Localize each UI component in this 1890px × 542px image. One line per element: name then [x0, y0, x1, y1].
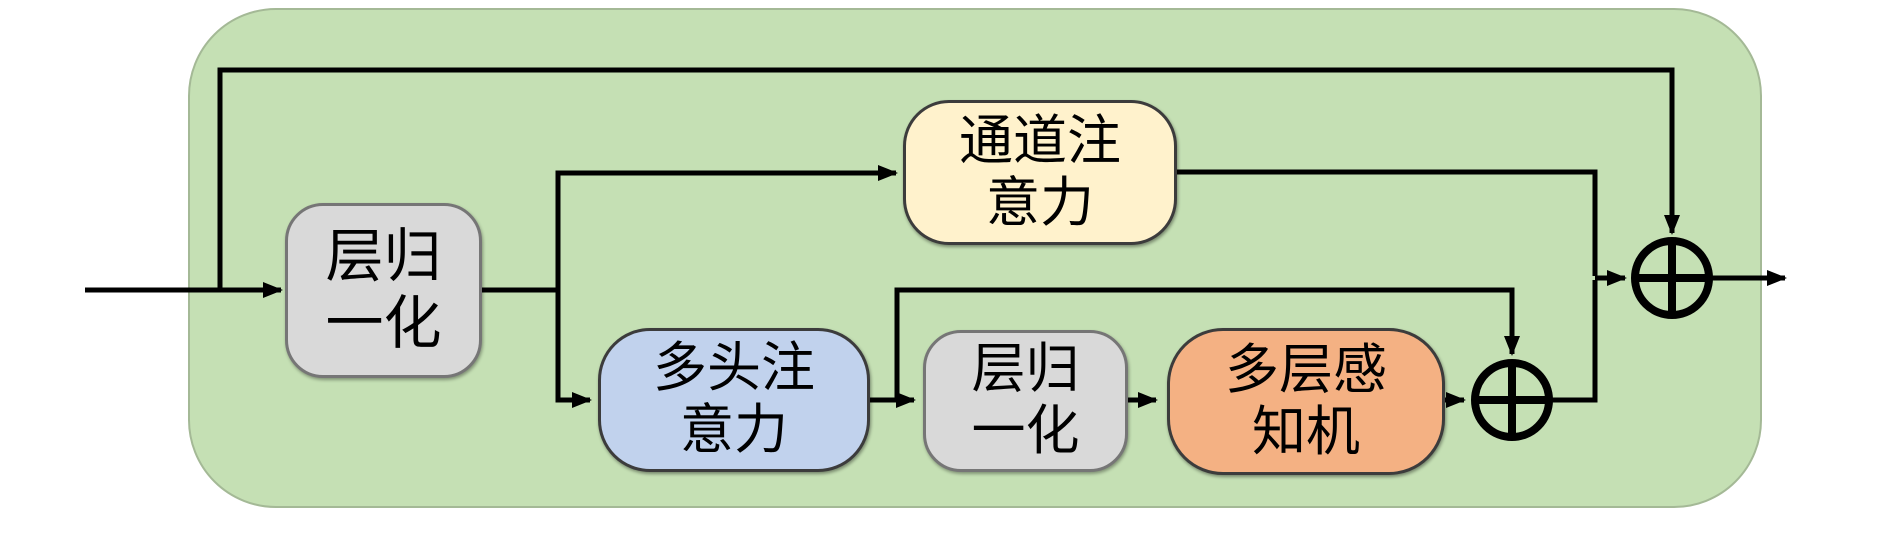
connector-inner-skip: [894, 287, 1520, 400]
connector-channel-attention-output: [1177, 169, 1598, 276]
outer-sum-node-icon: [1631, 237, 1713, 319]
mlp-block: 多层感 知机: [1167, 328, 1445, 475]
connector-inner-sum-output: [1549, 280, 1598, 403]
channel-attention-label: 通道注 意力: [959, 110, 1121, 233]
layer-norm-2-block: 层归 一化: [923, 330, 1128, 472]
connector-branch-to-multi-head-attention: [555, 290, 592, 408]
layer-norm-1-block: 层归 一化: [285, 203, 482, 378]
layer-norm-1-label: 层归 一化: [325, 224, 442, 356]
multi-head-attention-block: 多头注 意力: [598, 328, 870, 472]
channel-attention-block: 通道注 意力: [903, 100, 1177, 245]
multi-head-attention-label: 多头注 意力: [653, 338, 815, 460]
inner-sum-node-icon: [1471, 359, 1553, 441]
connector-outer-skip: [217, 67, 1680, 290]
layer-norm-2-label: 层归 一化: [971, 339, 1080, 461]
connector-branch-to-channel-attention: [555, 165, 898, 290]
mlp-label: 多层感 知机: [1225, 339, 1387, 462]
